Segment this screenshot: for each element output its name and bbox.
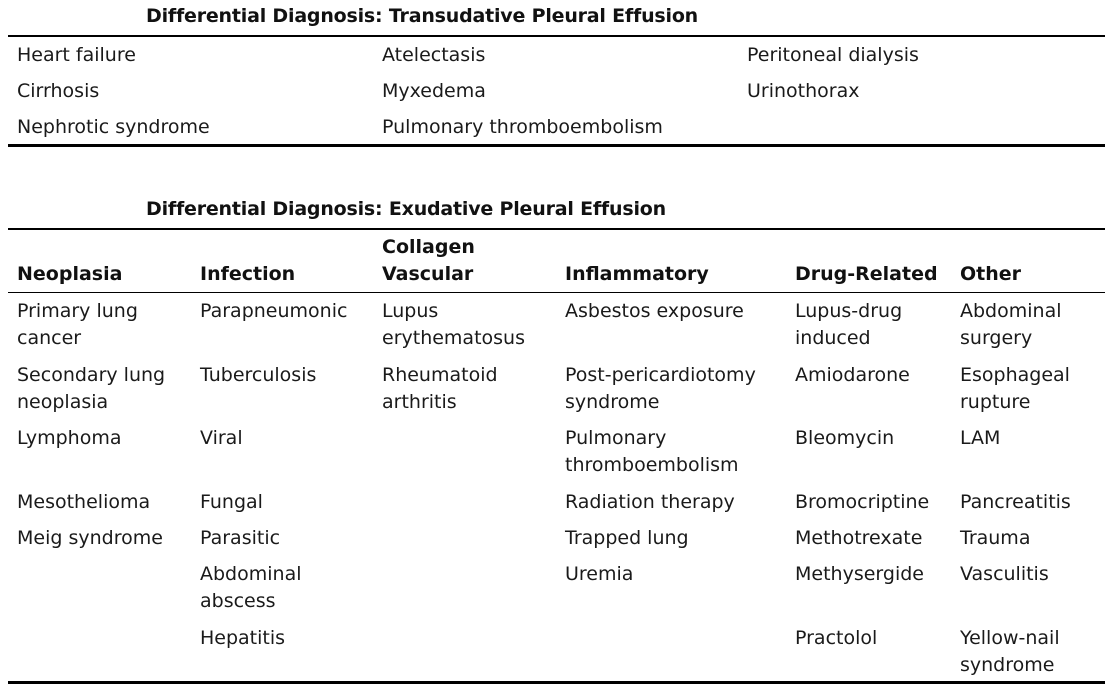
- exudative-header-rule: [8, 292, 1105, 293]
- table-cell: Hepatitis: [200, 627, 286, 649]
- column-header-collagen-vascular: Collagen Vascular: [382, 236, 475, 285]
- table-cell: Tuberculosis: [200, 364, 317, 386]
- table-cell: Lupus erythematosus: [382, 300, 525, 349]
- list-item: Myxedema: [382, 80, 486, 102]
- table-cell: Pulmonary thromboembolism: [565, 427, 739, 476]
- table-cell: Fungal: [200, 491, 263, 513]
- table-cell: Parasitic: [200, 527, 281, 549]
- table-cell: Methotrexate: [795, 527, 923, 549]
- list-item: Heart failure: [17, 44, 136, 66]
- list-item: Atelectasis: [382, 44, 486, 66]
- table-cell: Trauma: [960, 527, 1031, 549]
- table-cell: Abdominal abscess: [200, 563, 302, 612]
- table-cell: Viral: [200, 427, 243, 449]
- table-cell: Abdominal surgery: [960, 300, 1062, 349]
- transudative-bottom-rule: [8, 144, 1105, 147]
- list-item: Pulmonary thromboembolism: [382, 116, 663, 138]
- table-cell: Amiodarone: [795, 364, 910, 386]
- column-header-infection: Infection: [200, 263, 296, 285]
- table-cell: Mesothelioma: [17, 491, 151, 513]
- table-cell: Methysergide: [795, 563, 924, 585]
- table-cell: Trapped lung: [565, 527, 689, 549]
- table-cell: Post-pericardiotomy syndrome: [565, 364, 756, 413]
- exudative-table-title: Differential Diagnosis: Exudative Pleura…: [146, 198, 666, 220]
- list-item: Cirrhosis: [17, 80, 100, 102]
- table-cell: Esophageal rupture: [960, 364, 1070, 413]
- table-cell: Uremia: [565, 563, 634, 585]
- list-item: Urinothorax: [747, 80, 860, 102]
- list-item: Peritoneal dialysis: [747, 44, 919, 66]
- table-cell: Parapneumonic: [200, 300, 348, 322]
- column-header-inflammatory: Inflammatory: [565, 263, 709, 285]
- list-item: Nephrotic syndrome: [17, 116, 210, 138]
- column-header-other: Other: [960, 263, 1022, 285]
- table-cell: Practolol: [795, 627, 878, 649]
- table-cell: Bleomycin: [795, 427, 895, 449]
- table-cell: Radiation therapy: [565, 491, 735, 513]
- exudative-top-rule: [8, 228, 1105, 230]
- table-cell: LAM: [960, 427, 1001, 449]
- table-cell: Lupus-drug induced: [795, 300, 903, 349]
- table-cell: Rheumatoid arthritis: [382, 364, 498, 413]
- table-cell: Meig syndrome: [17, 527, 163, 549]
- table-cell: Yellow-nail syndrome: [960, 627, 1060, 676]
- column-header-neoplasia: Neoplasia: [17, 263, 123, 285]
- table-cell: Asbestos exposure: [565, 300, 744, 322]
- exudative-bottom-rule: [8, 681, 1105, 684]
- table-cell: Secondary lung neoplasia: [17, 364, 166, 413]
- table-cell: Vasculitis: [960, 563, 1049, 585]
- transudative-table-title: Differential Diagnosis: Transudative Ple…: [146, 5, 698, 27]
- table-cell: Pancreatitis: [960, 491, 1071, 513]
- table-cell: Lymphoma: [17, 427, 122, 449]
- column-header-drug-related: Drug-Related: [795, 263, 938, 285]
- transudative-top-rule: [8, 35, 1105, 37]
- table-cell: Primary lung cancer: [17, 300, 138, 349]
- table-cell: Bromocriptine: [795, 491, 930, 513]
